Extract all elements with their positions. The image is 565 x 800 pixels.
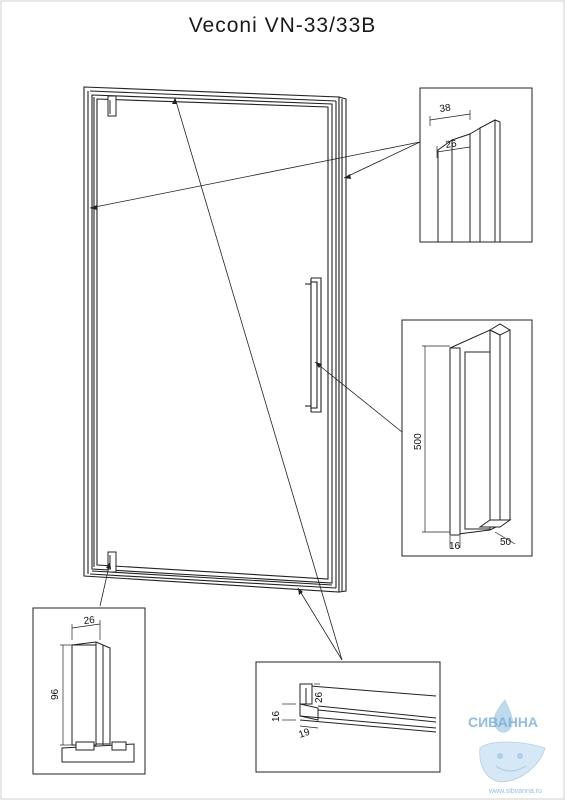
watermark-brand: СИВАННА — [468, 714, 538, 730]
profile-inner-width-label: 26 — [445, 138, 458, 151]
bottom-hinge — [107, 551, 117, 573]
leader-lines — [89, 97, 421, 661]
profile-callout: 38 26 — [419, 87, 533, 243]
top-hinge — [107, 95, 117, 117]
handle-height-label: 500 — [413, 433, 424, 450]
seal-bottom-label: 19 — [297, 727, 312, 741]
seal-callout: 26 16 19 — [255, 661, 441, 773]
watermark-url: www.sibvanna.ru — [488, 788, 542, 795]
hinge-callout: 26 96 — [32, 607, 146, 775]
seal-side-label: 16 — [271, 710, 282, 722]
door-frame — [83, 86, 347, 593]
handle-depth-label: 50 — [500, 537, 512, 548]
hinge-height-label: 96 — [50, 688, 61, 700]
handle-bar-width-label: 16 — [449, 541, 461, 552]
handle-callout: 500 16 50 — [401, 319, 533, 557]
water-drop-icon — [493, 699, 513, 733]
profile-outer-width-label: 38 — [439, 102, 452, 115]
seal-height-label: 26 — [314, 691, 325, 703]
hinge-width-label: 26 — [83, 615, 96, 627]
bathtub-icon — [479, 741, 546, 783]
door-handle — [305, 277, 322, 413]
diagram-title: Veconi VN-33/33B — [188, 14, 377, 37]
watermark-logo — [479, 699, 546, 783]
leader-arrowheads — [90, 98, 351, 595]
